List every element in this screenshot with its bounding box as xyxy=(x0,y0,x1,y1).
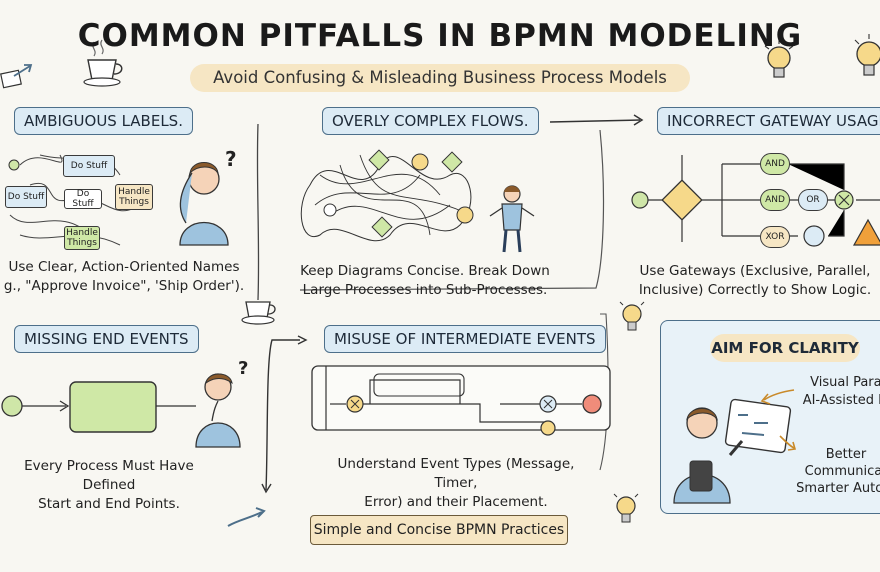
caption-complex: Keep Diagrams Concise. Break Down Large … xyxy=(290,262,560,300)
section-header-aim-for-clarity: AIM FOR CLARITY xyxy=(710,334,860,362)
gateway-label-and: AND xyxy=(760,153,790,175)
caption-intermediate: Understand Event Types (Message, Timer, … xyxy=(316,455,596,512)
caption-missing-end: Every Process Must Have Defined Start an… xyxy=(0,457,218,514)
gateway-label-or: OR xyxy=(798,189,828,211)
section-header-complex-flows: OVERLY COMPLEX FLOWS. xyxy=(322,107,539,135)
footer-banner: Simple and Concise BPMN Practices xyxy=(310,515,568,545)
caption-line: Use Gateways (Exclusive, Parallel, xyxy=(639,263,871,279)
gateway-label-and: AND xyxy=(760,189,790,211)
gateway-diagram xyxy=(631,155,880,247)
caption-line: Every Process Must Have Defined xyxy=(24,458,194,493)
caption-line: Start and End Points. xyxy=(38,496,180,512)
caption-gateway: Use Gateways (Exclusive, Parallel, Inclu… xyxy=(630,262,880,300)
section-header-ambiguous-labels: AMBIGUOUS LABELS. xyxy=(14,107,193,135)
clarity-line: Better xyxy=(825,447,867,462)
clarity-arrows xyxy=(760,389,797,451)
gateway-label-xor: XOR xyxy=(760,226,790,248)
caption-ambiguous: Use Clear, Action-Oriented Names g., "Ap… xyxy=(0,258,248,296)
page-subtitle: Avoid Confusing & Misleading Business Pr… xyxy=(190,64,690,92)
clarity-line: Visual Parad xyxy=(810,375,880,390)
lightbulb-icon xyxy=(764,40,794,78)
intermediate-events-diagram xyxy=(311,365,611,436)
clarity-line: Communicat xyxy=(804,464,880,479)
clarity-text-bottom: Better Communicat Smarter Autom xyxy=(786,446,880,497)
task-node: Handle Things xyxy=(115,184,153,210)
lightbulb-icon xyxy=(613,493,639,523)
caption-line: Use Clear, Action-Oriented Names xyxy=(8,259,240,275)
shrugging-person-icon xyxy=(489,185,535,253)
lightbulb-icon xyxy=(854,34,880,76)
caption-line: Understand Event Types (Message, Timer, xyxy=(337,456,575,491)
section-header-missing-end-events: MISSING END EVENTS xyxy=(14,325,199,353)
page-title: COMMON PITFALLS IN BPMN MODELING xyxy=(77,18,803,54)
section-header-intermediate-events: MISUSE OF INTERMEDIATE EVENTS xyxy=(324,325,606,353)
missing-end-diagram xyxy=(1,381,196,433)
clarity-line: Smarter Autom xyxy=(796,481,880,496)
caption-line: g., "Approve Invoice", 'Ship Order'). xyxy=(3,278,245,294)
clarity-text-top: Visual Parad AI-Assisted Mo xyxy=(790,374,880,410)
lightbulb-icon xyxy=(619,301,645,331)
caption-line: Error) and their Placement. xyxy=(364,494,548,510)
question-mark: ? xyxy=(225,147,237,171)
coffee-cup-icon xyxy=(83,39,123,87)
task-node: Do Stuff xyxy=(63,155,115,177)
caption-line: Large Processes into Sub-Processes. xyxy=(302,282,548,298)
task-node: Do Stuff xyxy=(5,186,47,208)
spaghetti-diagram xyxy=(300,149,474,242)
thinking-person-icon xyxy=(195,373,241,448)
coffee-cup-icon xyxy=(241,301,276,325)
caption-line: Inclusive) Correctly to Show Logic. xyxy=(638,282,872,298)
confused-person-icon xyxy=(179,162,229,246)
caption-line: Keep Diagrams Concise. Break Down xyxy=(300,263,550,279)
task-node: Do Stuff xyxy=(64,189,102,209)
task-node: Handle Things xyxy=(64,226,100,250)
clarity-line: AI-Assisted Mo xyxy=(802,393,880,408)
section-header-gateway-usage: INCORRECT GATEWAY USAGE xyxy=(657,107,880,135)
document-arrow-icon xyxy=(0,64,33,89)
person-with-tablet-icon xyxy=(673,398,792,504)
question-mark: ? xyxy=(238,358,249,379)
